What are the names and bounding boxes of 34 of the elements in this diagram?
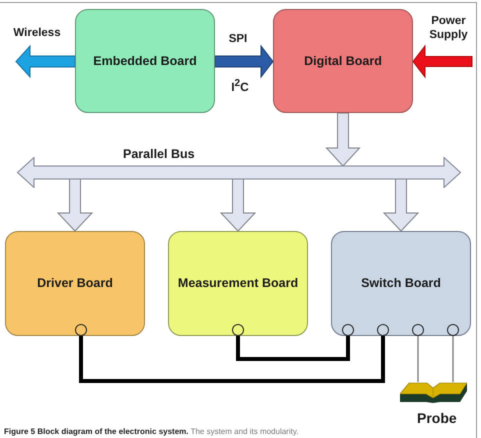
cable	[236, 336, 350, 361]
connector-port	[342, 324, 354, 336]
block-arrow	[220, 178, 256, 232]
board-block	[75, 9, 215, 113]
board-block	[331, 231, 471, 336]
board-block	[273, 9, 413, 113]
board-label: Digital Board	[304, 54, 382, 68]
connector-port	[412, 324, 424, 336]
edge-label: Wireless	[12, 26, 62, 40]
figure-caption: Figure 5 Block diagram of the electronic system. The system and its modularity.	[4, 427, 298, 437]
edge-label: SPI	[228, 32, 248, 46]
board-label: Measurement Board	[178, 276, 298, 291]
board-block	[5, 231, 145, 336]
bus-label: Parallel Bus	[123, 147, 195, 162]
connector-port	[232, 324, 244, 336]
connector-port	[377, 324, 389, 336]
block-arrow	[15, 44, 76, 78]
lead-wire	[452, 336, 454, 382]
connector-port	[75, 324, 87, 336]
board-block	[168, 231, 308, 336]
block-arrow	[325, 112, 361, 167]
board-label: Switch Board	[361, 276, 441, 291]
board-label: Driver Board	[37, 276, 113, 291]
lead-wire	[417, 336, 419, 382]
block-arrow	[214, 44, 274, 78]
block-arrow	[382, 178, 420, 232]
edge-label: Power Supply	[428, 14, 469, 43]
cable	[79, 336, 385, 383]
block-arrow	[412, 44, 472, 78]
block-arrow	[56, 178, 94, 232]
interface-label: I$^{2}$C	[230, 78, 250, 95]
board-label: Embedded Board	[93, 54, 197, 68]
connector-port	[447, 324, 459, 336]
probe-label: Probe	[417, 410, 457, 426]
